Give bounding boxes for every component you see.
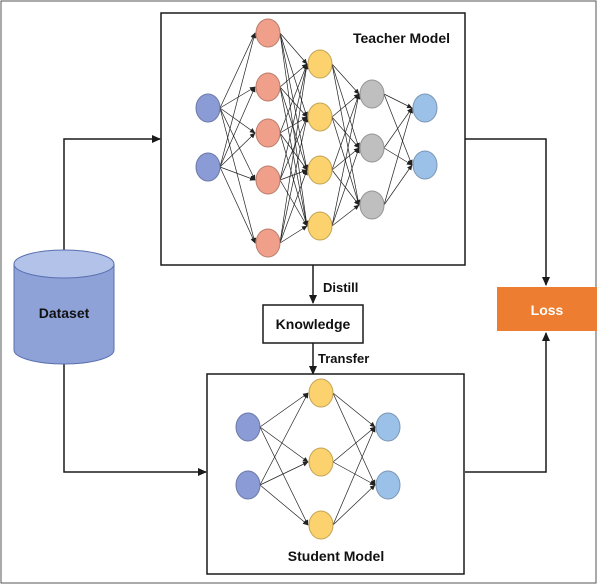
student-connections bbox=[259, 392, 376, 526]
student-edge bbox=[332, 392, 376, 428]
student-nodes bbox=[235, 378, 401, 540]
dataset-cylinder bbox=[13, 249, 115, 365]
student-network bbox=[235, 378, 401, 540]
teacher-node bbox=[307, 49, 333, 79]
teacher-node bbox=[307, 155, 333, 185]
teacher-node bbox=[255, 165, 281, 195]
distill-label: Distill bbox=[323, 280, 358, 295]
teacher-node bbox=[412, 150, 438, 180]
dataset-label: Dataset bbox=[39, 305, 90, 321]
student-edge bbox=[332, 461, 376, 486]
teacher-edge bbox=[219, 107, 256, 134]
teacher-edge bbox=[279, 86, 308, 118]
teacher-edge bbox=[331, 93, 360, 171]
teacher-model-label: Teacher Model bbox=[353, 30, 450, 46]
teacher-node bbox=[307, 211, 333, 241]
teacher-edge bbox=[279, 86, 308, 171]
student-to-loss-arrow bbox=[465, 332, 550, 473]
teacher-edge bbox=[279, 116, 308, 134]
teacher-network bbox=[195, 18, 438, 258]
student-edge bbox=[332, 392, 376, 486]
teacher-edge bbox=[279, 32, 308, 65]
teacher-edge bbox=[219, 107, 256, 181]
teacher-node bbox=[255, 72, 281, 102]
student-edge bbox=[332, 426, 376, 463]
teacher-node bbox=[255, 118, 281, 148]
teacher-to-loss-arrow bbox=[465, 138, 550, 286]
teacher-edge bbox=[219, 166, 256, 181]
teacher-edge bbox=[279, 225, 308, 244]
teacher-edge bbox=[279, 179, 308, 227]
student-node bbox=[375, 470, 401, 500]
teacher-node bbox=[307, 102, 333, 132]
flow-connectors bbox=[63, 135, 550, 476]
student-edge bbox=[259, 426, 309, 463]
teacher-node bbox=[255, 228, 281, 258]
teacher-edge bbox=[219, 166, 256, 244]
teacher-edge bbox=[279, 116, 309, 244]
teacher-edge bbox=[219, 107, 257, 244]
teacher-node bbox=[359, 133, 385, 163]
knowledge-label: Knowledge bbox=[276, 316, 351, 332]
teacher-edge bbox=[279, 63, 308, 134]
student-node bbox=[308, 447, 334, 477]
teacher-edge bbox=[219, 132, 256, 168]
student-node bbox=[235, 412, 261, 442]
student-node bbox=[235, 470, 261, 500]
teacher-edge bbox=[219, 32, 256, 109]
teacher-edge bbox=[279, 169, 308, 181]
student-edge bbox=[259, 392, 309, 486]
teacher-edge bbox=[279, 116, 308, 181]
student-node bbox=[308, 378, 334, 408]
teacher-edge bbox=[279, 169, 308, 244]
teacher-edge bbox=[331, 63, 361, 206]
teacher-edge bbox=[279, 32, 308, 118]
dataset-cylinder-top bbox=[13, 249, 115, 279]
teacher-edge bbox=[279, 63, 309, 181]
student-edge bbox=[259, 426, 309, 526]
teacher-nodes bbox=[195, 18, 438, 258]
teacher-node bbox=[359, 190, 385, 220]
teacher-edge bbox=[219, 86, 256, 109]
teacher-edge bbox=[331, 204, 360, 227]
student-edge bbox=[332, 484, 376, 526]
teacher-edge bbox=[279, 86, 309, 227]
teacher-edge bbox=[219, 86, 256, 168]
teacher-node bbox=[412, 93, 438, 123]
teacher-node bbox=[195, 93, 221, 123]
teacher-edge bbox=[383, 107, 413, 149]
student-edge bbox=[259, 484, 309, 526]
dataset-to-student-arrow bbox=[63, 360, 207, 476]
teacher-edge bbox=[219, 32, 257, 168]
student-node bbox=[308, 510, 334, 540]
student-edge bbox=[259, 461, 309, 486]
teacher-node bbox=[255, 18, 281, 48]
teacher-edge bbox=[383, 93, 413, 166]
teacher-edge bbox=[331, 93, 360, 118]
teacher-edge bbox=[279, 63, 309, 244]
student-edge bbox=[332, 426, 376, 526]
teacher-edge bbox=[331, 147, 360, 227]
teacher-edge bbox=[331, 63, 360, 95]
knowledge-box bbox=[262, 304, 364, 344]
teacher-connections bbox=[219, 32, 414, 244]
teacher-node bbox=[359, 79, 385, 109]
loss-box bbox=[497, 287, 597, 331]
dataset-to-teacher-arrow bbox=[63, 135, 161, 250]
loss-label: Loss bbox=[531, 302, 564, 318]
teacher-edge bbox=[383, 107, 414, 206]
teacher-node bbox=[195, 152, 221, 182]
teacher-edge bbox=[331, 63, 360, 149]
teacher-edge bbox=[383, 164, 413, 206]
teacher-edge bbox=[279, 63, 308, 88]
teacher-edge bbox=[331, 93, 361, 227]
student-node bbox=[375, 412, 401, 442]
teacher-edge bbox=[383, 93, 413, 109]
transfer-label: Transfer bbox=[318, 351, 369, 366]
student-edge bbox=[259, 392, 309, 428]
student-model-label: Student Model bbox=[288, 548, 384, 564]
